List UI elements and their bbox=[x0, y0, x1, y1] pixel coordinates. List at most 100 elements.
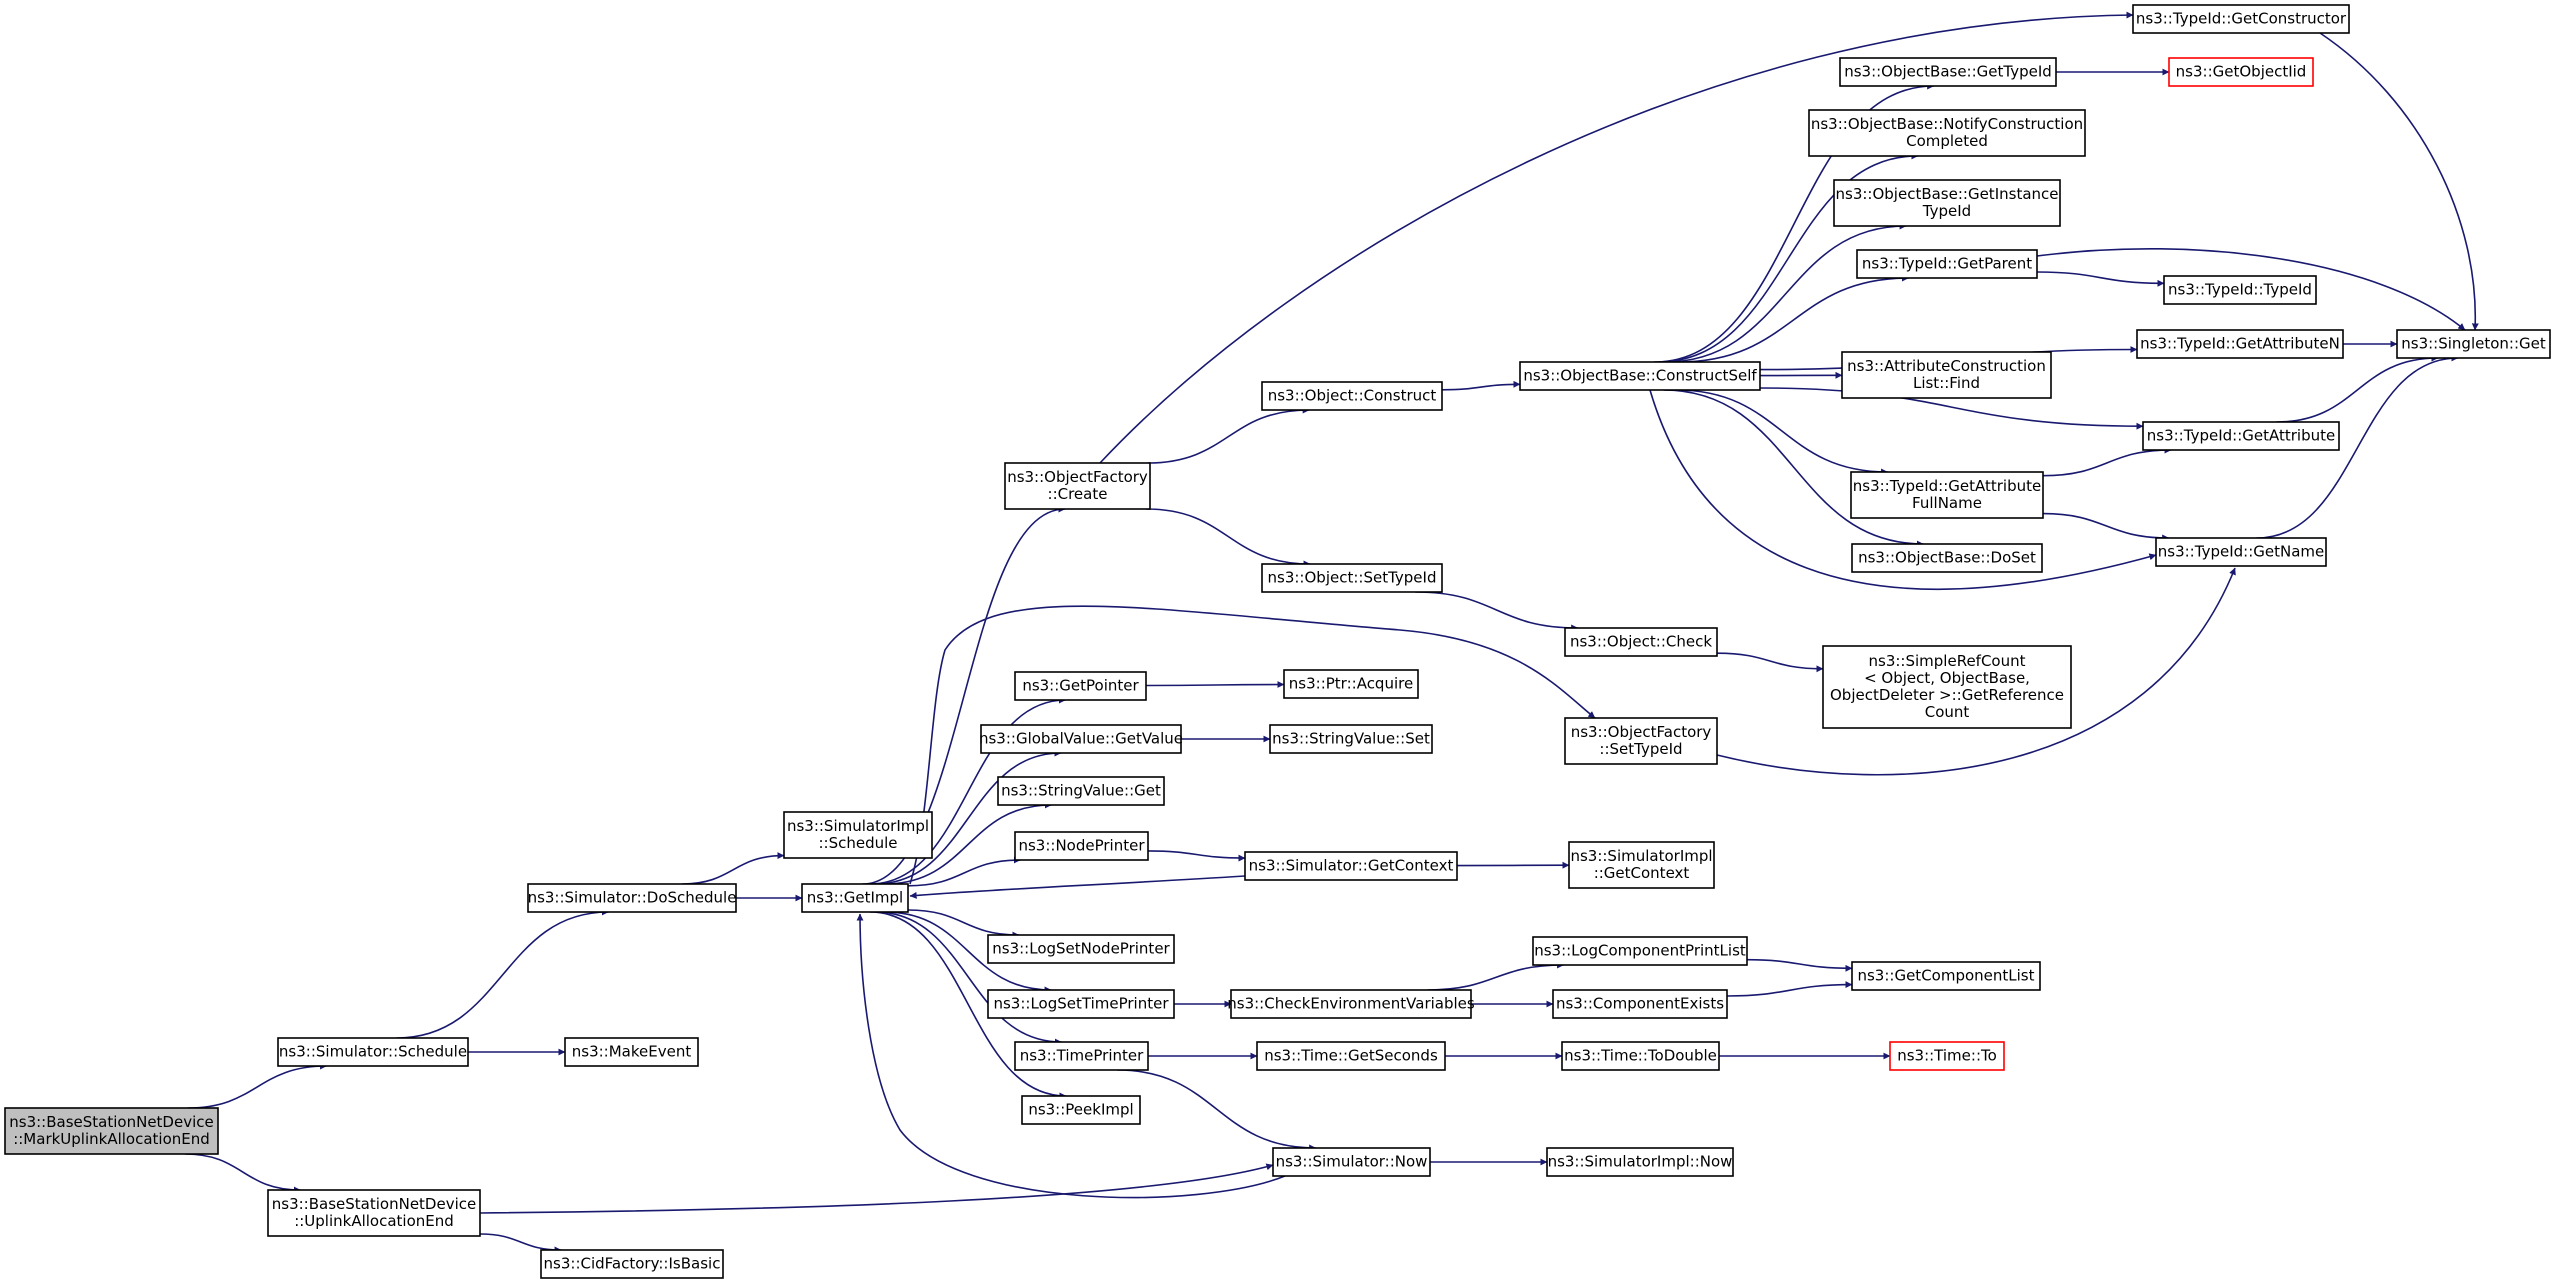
node-box[interactable] bbox=[1272, 1147, 1431, 1177]
node-obj-check[interactable]: ns3::Object::Check bbox=[1564, 627, 1718, 657]
node-box[interactable] bbox=[997, 776, 1165, 806]
node-timeprinter[interactable]: ns3::TimePrinter bbox=[1014, 1041, 1149, 1071]
node-sim-doschedule[interactable]: ns3::Simulator::DoSchedule bbox=[527, 883, 737, 913]
node-box[interactable] bbox=[2142, 421, 2340, 451]
node-box[interactable] bbox=[801, 883, 909, 913]
node-box[interactable] bbox=[1564, 627, 1718, 657]
node-simimpl-schedule[interactable]: ns3::SimulatorImpl::Schedule bbox=[783, 811, 933, 859]
node-mark-uplink[interactable]: ns3::BaseStationNetDevice::MarkUplinkAll… bbox=[4, 1107, 219, 1155]
node-box[interactable] bbox=[2155, 537, 2327, 567]
node-box[interactable] bbox=[1269, 724, 1433, 754]
node-bs-uplink[interactable]: ns3::BaseStationNetDevice::UplinkAllocat… bbox=[267, 1189, 481, 1237]
node-box[interactable] bbox=[2396, 329, 2551, 359]
node-tid-typeid[interactable]: ns3::TypeId::TypeId bbox=[2163, 275, 2317, 305]
node-cid-isbasic[interactable]: ns3::CidFactory::IsBasic bbox=[540, 1249, 724, 1279]
node-getimpl[interactable]: ns3::GetImpl bbox=[801, 883, 909, 913]
node-box[interactable] bbox=[1851, 961, 2041, 991]
node-box[interactable] bbox=[1261, 381, 1443, 411]
node-time-getseconds[interactable]: ns3::Time::GetSeconds bbox=[1256, 1041, 1446, 1071]
node-box[interactable] bbox=[540, 1249, 724, 1279]
node-simimpl-getcontext[interactable]: ns3::SimulatorImpl::GetContext bbox=[1568, 841, 1715, 889]
node-box[interactable] bbox=[1021, 1095, 1141, 1125]
node-obj-settypeid[interactable]: ns3::Object::SetTypeId bbox=[1261, 563, 1443, 593]
node-getcomponentlist[interactable]: ns3::GetComponentList bbox=[1851, 961, 2041, 991]
node-nodeprinter[interactable]: ns3::NodePrinter bbox=[1014, 831, 1149, 861]
node-tid-getattribute[interactable]: ns3::TypeId::GetAttribute bbox=[2142, 421, 2340, 451]
node-box[interactable] bbox=[1808, 109, 2086, 157]
node-box[interactable] bbox=[1519, 361, 1761, 391]
node-box[interactable] bbox=[1850, 471, 2044, 519]
node-sv-set[interactable]: ns3::StringValue::Set bbox=[1269, 724, 1433, 754]
node-box[interactable] bbox=[4, 1107, 219, 1155]
node-ob-constructself[interactable]: ns3::ObjectBase::ConstructSelf bbox=[1519, 361, 1761, 391]
node-box[interactable] bbox=[1889, 1041, 2005, 1071]
node-box[interactable] bbox=[1532, 936, 1748, 966]
node-box[interactable] bbox=[1839, 57, 2057, 87]
node-tid-getconstructor[interactable]: ns3::TypeId::GetConstructor bbox=[2132, 4, 2350, 34]
node-box[interactable] bbox=[1014, 671, 1147, 701]
node-sim-now[interactable]: ns3::Simulator::Now bbox=[1272, 1147, 1431, 1177]
node-getpointer[interactable]: ns3::GetPointer bbox=[1014, 671, 1147, 701]
node-check-env[interactable]: ns3::CheckEnvironmentVariables bbox=[1227, 989, 1475, 1019]
node-simplerefcount[interactable]: ns3::SimpleRefCount< Object, ObjectBase,… bbox=[1822, 645, 2072, 729]
node-box[interactable] bbox=[987, 989, 1175, 1019]
node-tid-getattributen[interactable]: ns3::TypeId::GetAttributeN bbox=[2136, 329, 2344, 359]
node-time-todouble[interactable]: ns3::Time::ToDouble bbox=[1561, 1041, 1720, 1071]
node-sim-getcontext[interactable]: ns3::Simulator::GetContext bbox=[1244, 851, 1458, 881]
node-box[interactable] bbox=[1256, 1041, 1446, 1071]
node-ob-notify[interactable]: ns3::ObjectBase::NotifyConstructionCompl… bbox=[1808, 109, 2086, 157]
node-getobjectiid[interactable]: ns3::GetObjectIid bbox=[2168, 57, 2314, 87]
node-box[interactable] bbox=[1856, 249, 2038, 279]
node-box[interactable] bbox=[980, 724, 1182, 754]
node-logsetnodeprinter[interactable]: ns3::LogSetNodePrinter bbox=[987, 934, 1175, 964]
node-box[interactable] bbox=[2163, 275, 2317, 305]
node-box[interactable] bbox=[527, 883, 737, 913]
node-box[interactable] bbox=[783, 811, 933, 859]
node-box[interactable] bbox=[1546, 1147, 1734, 1177]
node-box[interactable] bbox=[987, 934, 1175, 964]
node-gv-getvalue[interactable]: ns3::GlobalValue::GetValue bbox=[979, 724, 1183, 754]
node-box[interactable] bbox=[1552, 989, 1728, 1019]
node-tid-getname[interactable]: ns3::TypeId::GetName bbox=[2155, 537, 2327, 567]
node-box[interactable] bbox=[1568, 841, 1715, 889]
node-ob-gettypeid[interactable]: ns3::ObjectBase::GetTypeId bbox=[1839, 57, 2057, 87]
node-box[interactable] bbox=[1261, 563, 1443, 593]
node-box[interactable] bbox=[1822, 645, 2072, 729]
node-box[interactable] bbox=[2132, 4, 2350, 34]
node-box[interactable] bbox=[1561, 1041, 1720, 1071]
node-ob-doset[interactable]: ns3::ObjectBase::DoSet bbox=[1851, 543, 2043, 573]
node-make-event[interactable]: ns3::MakeEvent bbox=[564, 1037, 699, 1067]
node-objfactory-create[interactable]: ns3::ObjectFactory::Create bbox=[1004, 462, 1151, 510]
node-box[interactable] bbox=[1564, 717, 1718, 765]
node-ptr-acquire[interactable]: ns3::Ptr::Acquire bbox=[1283, 669, 1419, 699]
node-of-settypeid[interactable]: ns3::ObjectFactory::SetTypeId bbox=[1564, 717, 1718, 765]
node-box[interactable] bbox=[1244, 851, 1458, 881]
node-simimpl-now[interactable]: ns3::SimulatorImpl::Now bbox=[1546, 1147, 1734, 1177]
node-tid-getparent[interactable]: ns3::TypeId::GetParent bbox=[1856, 249, 2038, 279]
node-peekimpl[interactable]: ns3::PeekImpl bbox=[1021, 1095, 1141, 1125]
node-box[interactable] bbox=[2136, 329, 2344, 359]
node-box[interactable] bbox=[1841, 351, 2052, 399]
node-box[interactable] bbox=[1014, 831, 1149, 861]
node-component-exists[interactable]: ns3::ComponentExists bbox=[1552, 989, 1728, 1019]
node-time-to[interactable]: ns3::Time::To bbox=[1889, 1041, 2005, 1071]
node-box[interactable] bbox=[1230, 989, 1472, 1019]
node-sv-get[interactable]: ns3::StringValue::Get bbox=[997, 776, 1165, 806]
node-box[interactable] bbox=[1851, 543, 2043, 573]
node-box[interactable] bbox=[1833, 179, 2061, 227]
node-box[interactable] bbox=[1283, 669, 1419, 699]
node-box[interactable] bbox=[267, 1189, 481, 1237]
node-box[interactable] bbox=[1014, 1041, 1149, 1071]
node-logsettimeprinter[interactable]: ns3::LogSetTimePrinter bbox=[987, 989, 1175, 1019]
node-box[interactable] bbox=[277, 1037, 469, 1067]
node-box[interactable] bbox=[2168, 57, 2314, 87]
node-box[interactable] bbox=[1004, 462, 1151, 510]
node-sim-schedule[interactable]: ns3::Simulator::Schedule bbox=[277, 1037, 469, 1067]
node-logcomp-printlist[interactable]: ns3::LogComponentPrintList bbox=[1532, 936, 1748, 966]
node-singleton-get[interactable]: ns3::Singleton::Get bbox=[2396, 329, 2551, 359]
node-obj-construct[interactable]: ns3::Object::Construct bbox=[1261, 381, 1443, 411]
node-box[interactable] bbox=[564, 1037, 699, 1067]
